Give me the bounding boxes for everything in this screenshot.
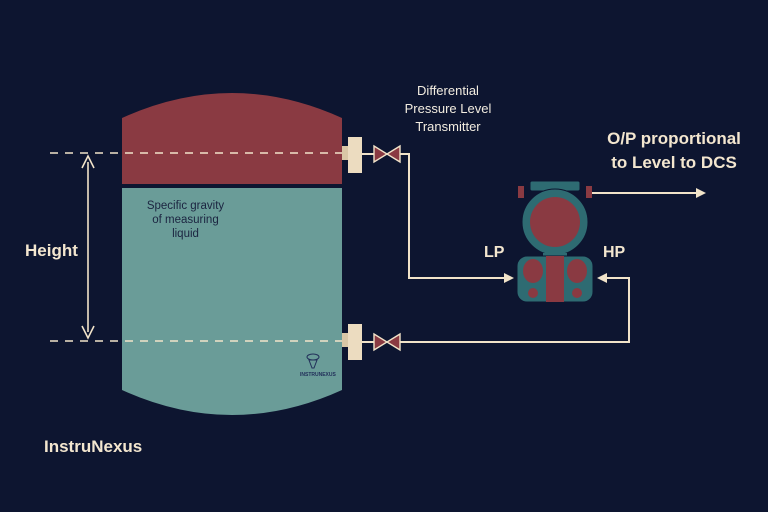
transmitter-title-line: Pressure Level [404, 101, 492, 116]
output-label: O/P proportional to Level to DCS [594, 127, 754, 175]
upper-valve-icon [373, 144, 401, 164]
lower-nozzle [342, 324, 375, 360]
height-dimension-arrow [81, 154, 95, 340]
height-label: Height [25, 241, 78, 260]
high-pressure-impulse-line [400, 273, 630, 343]
transmitter-title-line: Transmitter [415, 119, 481, 134]
low-pressure-impulse-line [400, 153, 514, 283]
lower-valve-icon [373, 332, 401, 352]
liquid-label-line: of measuring [152, 214, 219, 226]
liquid-label-line: liquid [172, 228, 199, 240]
liquid-label-line: Specific gravity [146, 200, 225, 212]
output-label-line: to Level to DCS [611, 153, 737, 172]
liquid-label: Specific gravity of measuring liquid [138, 199, 233, 241]
transmitter-title-line: Differential [417, 83, 479, 98]
transmitter-title: Differential Pressure Level Transmitter [388, 82, 508, 136]
high-pressure-label: HP [603, 244, 626, 261]
low-pressure-label: LP [484, 244, 505, 261]
tank [122, 93, 342, 415]
dp-transmitter-icon [516, 180, 594, 303]
watermark-logo-icon [306, 353, 320, 369]
brand-name: InstruNexus [44, 437, 143, 456]
output-label-line: O/P proportional [607, 129, 741, 148]
tank-vapor-space [122, 93, 342, 184]
upper-nozzle [342, 137, 375, 173]
watermark-text: INSTRUNEXUS [300, 372, 336, 378]
tank-liquid [122, 188, 342, 415]
